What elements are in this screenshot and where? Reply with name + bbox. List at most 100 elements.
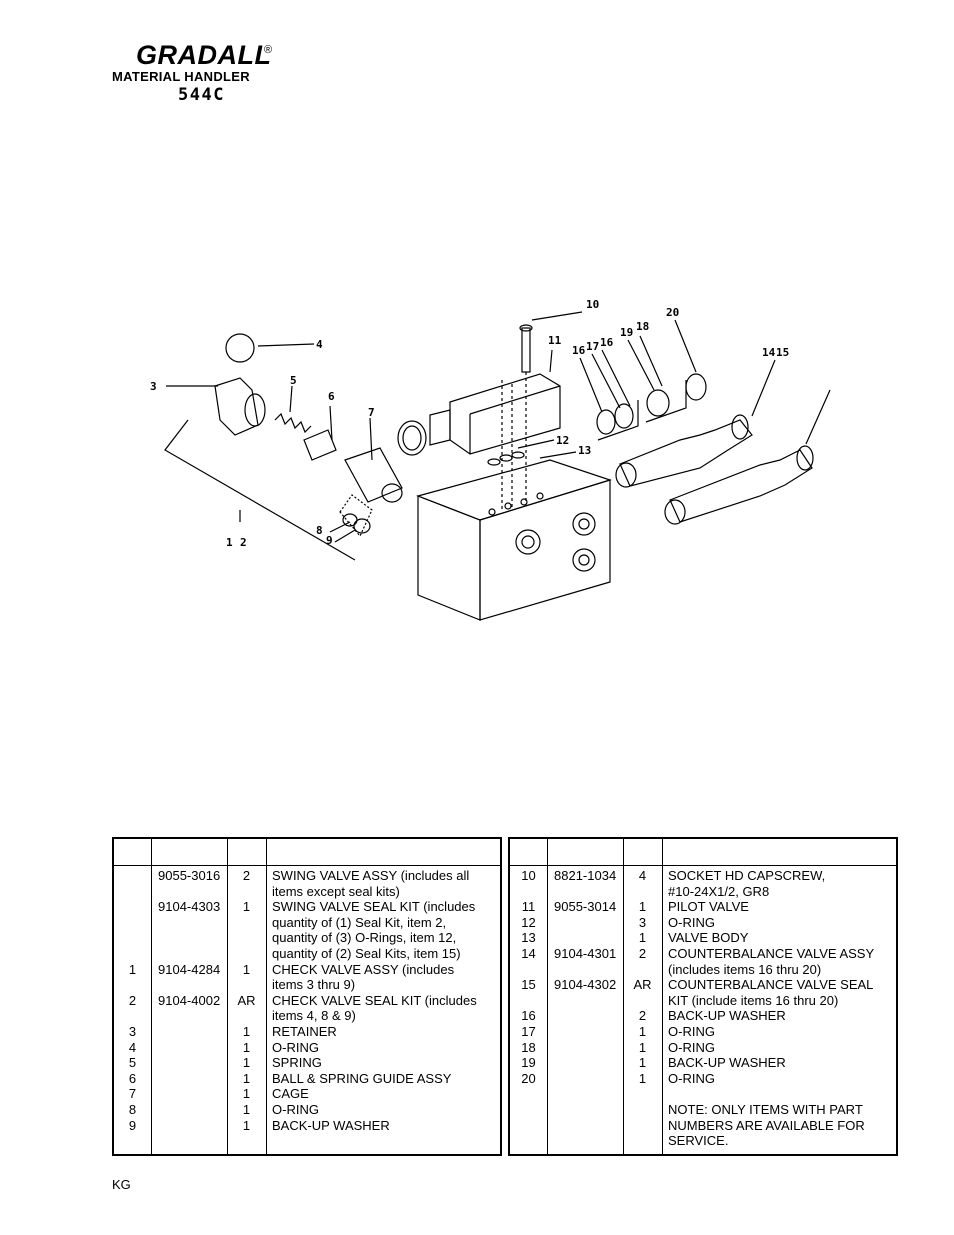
item-number: 3: [128, 1023, 137, 1039]
valve-body-top: [416, 459, 612, 521]
description-line: O-RING: [668, 914, 715, 930]
description: O-RING: [668, 915, 896, 931]
callout-15a: 15: [776, 346, 789, 359]
item-number: 7: [128, 1086, 137, 1102]
description-line: CHECK VALVE SEAL KIT (includes: [272, 992, 477, 1008]
description-line: #10-24X1/2, GR8: [668, 883, 770, 899]
description: VALVE BODY: [668, 930, 896, 946]
table-row: [510, 1086, 896, 1102]
description-line: BALL & SPRING GUIDE ASSY: [272, 1070, 452, 1086]
description: BACK-UP WASHER: [668, 1055, 896, 1071]
description: BACK-UP WASHER: [668, 1008, 896, 1024]
description-line: BACK-UP WASHER: [668, 1008, 786, 1024]
quantity: AR: [237, 992, 256, 1008]
description-line: SERVICE.: [668, 1133, 729, 1149]
description-line: NUMBERS ARE AVAILABLE FOR: [668, 1117, 865, 1133]
description-line: O-RING: [272, 1101, 319, 1117]
description: BALL & SPRING GUIDE ASSY: [272, 1071, 500, 1087]
item-number: 1: [128, 961, 137, 977]
description-line: items 3 thru 9): [272, 977, 356, 993]
description-line: items except seal kits): [272, 883, 400, 899]
parts-table-left: 9055-3016 2 SWING VALVE ASSY (includes all…: [112, 837, 502, 1156]
quantity: 3: [638, 914, 647, 930]
part-number: 9104-4284: [158, 961, 221, 977]
quantity: AR: [633, 977, 652, 993]
part-number: 9104-4002: [158, 992, 221, 1008]
description-line: VALVE BODY: [668, 930, 749, 946]
description: O-RING: [668, 1071, 896, 1087]
item-number: 10: [521, 868, 536, 883]
description-line: COUNTERBALANCE VALVE ASSY: [668, 945, 875, 961]
description-line: SOCKET HD CAPSCREW,: [668, 868, 826, 883]
description-line: quantity of (3) O-Rings, item 12,: [272, 930, 457, 946]
item-number: 9: [128, 1117, 137, 1133]
o-ring-20: [685, 373, 707, 401]
description-line: BACK-UP WASHER: [668, 1055, 786, 1071]
callout-16b: 16: [600, 336, 614, 349]
cage: [344, 447, 403, 503]
description-line: CAGE: [272, 1086, 309, 1102]
item-number: 20: [521, 1070, 536, 1086]
callout-12: 12: [556, 434, 569, 447]
callout-10: 10: [586, 298, 599, 311]
description: O-RING: [668, 1024, 896, 1040]
description-line: SWING VALVE ASSY (includes all: [272, 868, 470, 883]
description-line: SWING VALVE SEAL KIT (includes: [272, 899, 476, 915]
part-number: 9104-4301: [554, 945, 617, 961]
item-number: 15: [521, 977, 536, 993]
ball-guide: [303, 429, 337, 461]
valve-body-front: [417, 495, 481, 621]
description-line: O-RING: [668, 1070, 715, 1086]
part-number: 9055-3014: [554, 899, 617, 915]
description: [668, 1086, 896, 1102]
bracket-1-2: [164, 419, 356, 561]
callout-4: 4: [316, 338, 323, 351]
counterbalance-valve-1: [619, 419, 753, 487]
description-line: O-RING: [668, 1023, 715, 1039]
table-row: 2 9104-4002 AR CHECK VALVE SEAL KIT (includ…: [114, 993, 500, 1024]
model-number: 544C: [178, 85, 225, 105]
description: BACK-UP WASHER: [272, 1118, 500, 1134]
item-number: 12: [521, 914, 536, 930]
description-line: BACK-UP WASHER: [272, 1117, 390, 1133]
quantity: 1: [638, 1055, 647, 1071]
callout-18: 18: [636, 320, 649, 333]
part-number: 9055-3016: [158, 868, 221, 883]
callout-5: 5: [290, 374, 297, 387]
callout-17: 17: [586, 340, 599, 353]
description-line: PILOT VALVE: [668, 899, 749, 915]
description-line: (includes items 16 thru 20): [668, 961, 822, 977]
table-row: 12 3 O-RING: [510, 915, 896, 931]
quantity: 1: [638, 930, 647, 946]
description-line: O-RING: [272, 1039, 319, 1055]
callout-13: 13: [578, 444, 591, 457]
quantity: 1: [242, 1101, 251, 1117]
quantity: 4: [638, 868, 647, 883]
capscrew: [521, 327, 531, 373]
quantity: 1: [242, 1055, 251, 1071]
description-line: RETAINER: [272, 1023, 337, 1039]
item-number: 2: [128, 992, 137, 1008]
callout-7: 7: [368, 406, 375, 419]
product-subtitle: MATERIAL HANDLER: [112, 69, 250, 84]
description: SPRING: [272, 1055, 500, 1071]
callout-20: 20: [666, 306, 679, 319]
retainer: [214, 377, 259, 436]
valve-body-side: [479, 479, 611, 621]
quantity: 1: [242, 1086, 251, 1102]
callout-9: 9: [326, 534, 333, 547]
callout-1: 1: [226, 536, 233, 549]
